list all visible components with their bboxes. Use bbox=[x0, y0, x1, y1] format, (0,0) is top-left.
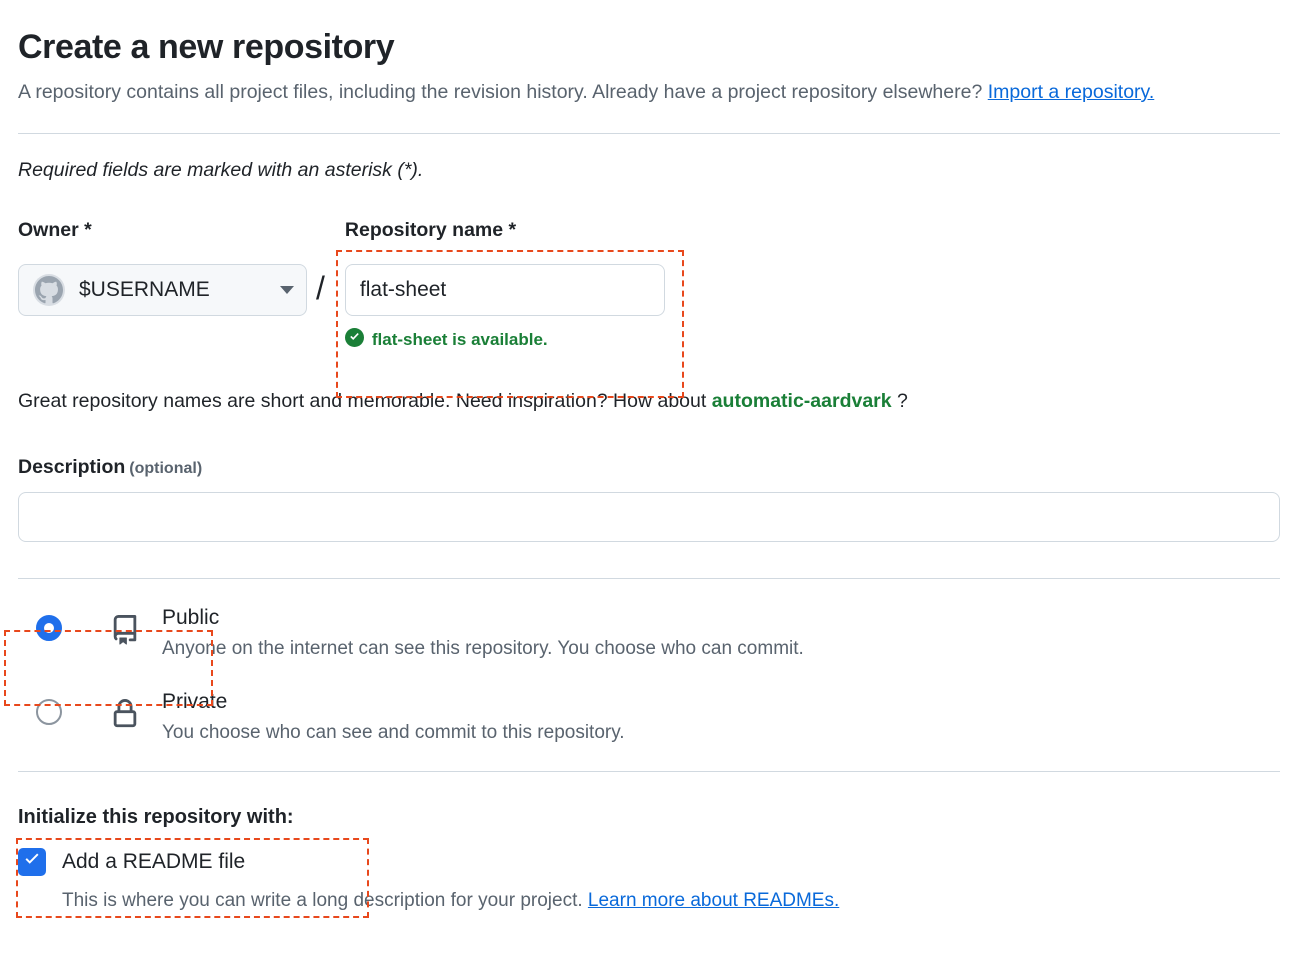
lock-icon bbox=[110, 699, 140, 729]
divider-visibility bbox=[18, 771, 1280, 772]
description-label: Description bbox=[18, 456, 126, 478]
inspiration-text-after: ? bbox=[897, 390, 908, 412]
chevron-down-icon bbox=[280, 286, 294, 294]
repository-name-field: Repository name * flat-sheet is availabl… bbox=[333, 218, 679, 352]
divider-description bbox=[18, 578, 1280, 579]
checkmark-icon bbox=[22, 850, 42, 875]
owner-and-name-row: Owner * $USERNAME / Repository name * bbox=[18, 218, 1280, 368]
owner-name-value: $USERNAME bbox=[79, 278, 210, 301]
initialize-title: Initialize this repository with: bbox=[18, 806, 294, 828]
add-readme-row[interactable]: Add a README file bbox=[18, 848, 1280, 876]
repo-book-icon bbox=[110, 615, 140, 645]
suggested-repo-name[interactable]: automatic-aardvark bbox=[711, 390, 892, 412]
add-readme-description-text: This is where you can write a long descr… bbox=[62, 890, 583, 911]
check-circle-icon bbox=[344, 328, 364, 352]
visibility-private-description: You choose who can see and commit to thi… bbox=[162, 722, 625, 743]
visibility-private-text: Private You choose who can see and commi… bbox=[162, 685, 625, 747]
description-input[interactable] bbox=[18, 492, 1280, 542]
visibility-public-text: Public Anyone on the internet can see th… bbox=[162, 601, 804, 663]
import-repository-link[interactable]: Import a repository. bbox=[987, 81, 1155, 103]
availability-text: flat-sheet is available. bbox=[371, 330, 548, 349]
visibility-options: Public Anyone on the internet can see th… bbox=[18, 601, 1280, 747]
radio-public[interactable] bbox=[36, 615, 62, 641]
visibility-option-private[interactable]: Private You choose who can see and commi… bbox=[18, 685, 1280, 747]
description-optional-tag: (optional) bbox=[129, 460, 203, 477]
visibility-public-title: Public bbox=[162, 606, 220, 629]
owner-name-separator: / bbox=[316, 270, 325, 306]
visibility-public-description: Anyone on the internet can see this repo… bbox=[162, 638, 804, 659]
repository-name-input[interactable] bbox=[344, 264, 665, 316]
visibility-option-public[interactable]: Public Anyone on the internet can see th… bbox=[18, 601, 1280, 663]
owner-label: Owner * bbox=[18, 219, 92, 241]
inspiration-text-before: Great repository names are short and mem… bbox=[18, 390, 707, 412]
github-octocat-icon bbox=[33, 274, 65, 306]
availability-message: flat-sheet is available. bbox=[344, 328, 679, 352]
page-description: A repository contains all project files,… bbox=[18, 74, 1198, 111]
visibility-private-title: Private bbox=[162, 690, 228, 713]
description-field: Description(optional) bbox=[18, 456, 1280, 542]
add-readme-label[interactable]: Add a README file bbox=[62, 850, 246, 873]
divider-top bbox=[18, 133, 1280, 134]
radio-private[interactable] bbox=[36, 699, 62, 725]
owner-field: Owner * $USERNAME bbox=[18, 218, 308, 316]
required-fields-note: Required fields are marked with an aster… bbox=[18, 159, 424, 181]
repository-name-label: Repository name * bbox=[344, 219, 517, 241]
initialize-repository-section: Initialize this repository with: Add a R… bbox=[18, 804, 1280, 914]
add-readme-description: This is where you can write a long descr… bbox=[62, 888, 1280, 914]
owner-select[interactable]: $USERNAME bbox=[18, 264, 307, 316]
checkbox-add-readme[interactable] bbox=[18, 848, 46, 876]
inspiration-line: Great repository names are short and mem… bbox=[18, 388, 1280, 414]
page-title: Create a new repository bbox=[18, 28, 395, 66]
learn-more-readmes-link[interactable]: Learn more about READMEs. bbox=[587, 890, 840, 911]
page-description-text: A repository contains all project files,… bbox=[18, 81, 983, 103]
